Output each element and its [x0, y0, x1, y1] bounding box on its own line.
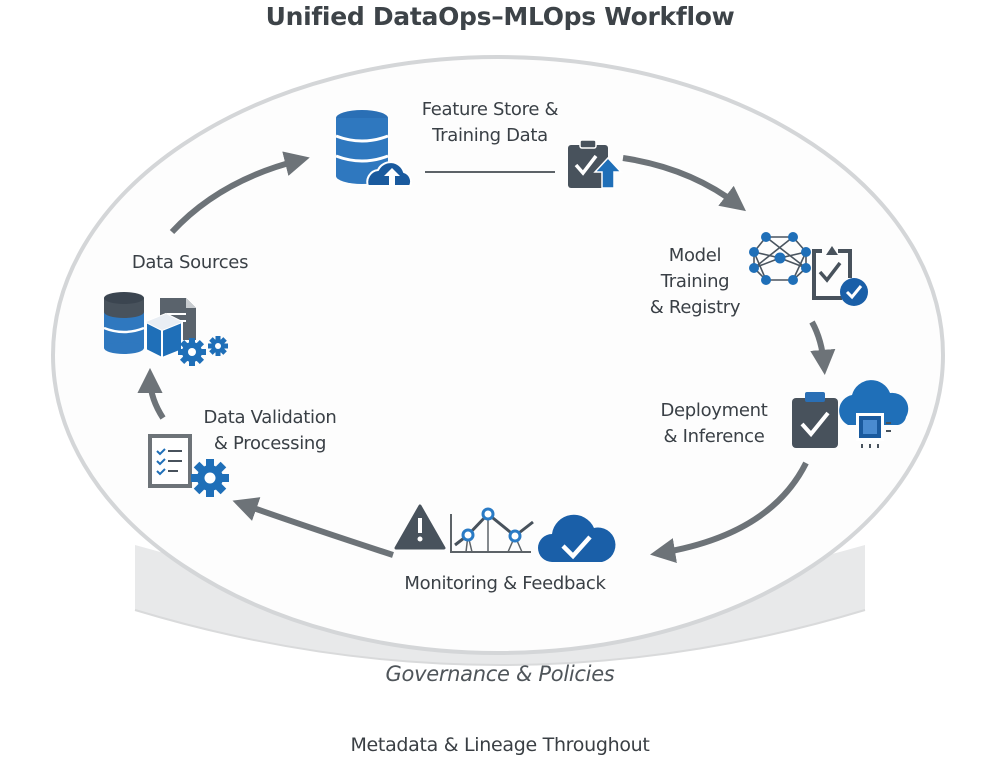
- diagram-title: Unified DataOps–MLOps Workflow: [265, 2, 735, 31]
- clipboard-upload-icon: [568, 139, 623, 189]
- checklist-gear-icon: [148, 434, 229, 497]
- stage-label-model-training: Model Training & Registry: [640, 243, 750, 321]
- label-line: Monitoring & Feedback: [404, 573, 606, 594]
- warning-icon: [394, 504, 446, 550]
- arrow-validation-to-sources: [137, 367, 166, 420]
- governance-label: Governance & Policies: [385, 662, 615, 686]
- label-line: Data Sources: [131, 252, 249, 273]
- cloud-check-icon: [538, 514, 616, 562]
- stage-label-feature-store: Feature Store & Training Data: [395, 97, 585, 149]
- label-line: & Processing: [213, 433, 327, 454]
- label-line: Deployment: [660, 400, 768, 421]
- arrow-training-to-deployment: [809, 320, 836, 376]
- label-line: & Inference: [663, 426, 765, 447]
- label-line: Feature Store &: [421, 99, 559, 120]
- stage-label-validation: Data Validation & Processing: [180, 405, 360, 457]
- cube-icon: [145, 312, 183, 360]
- arrow-feature-store-to-training: [622, 155, 746, 212]
- label-line: & Registry: [649, 297, 741, 318]
- label-line: Training: [660, 271, 730, 292]
- label-line: Training Data: [432, 125, 548, 146]
- governance-base-shadow: [134, 609, 866, 666]
- stage-label-deployment: Deployment & Inference: [646, 398, 782, 450]
- stage-label-data-sources: Data Sources: [105, 250, 275, 276]
- database-cloud-upload-icon: [335, 110, 413, 187]
- footer-caption: Metadata & Lineage Throughout: [350, 734, 650, 756]
- neural-network-icon: [749, 232, 811, 285]
- label-line: Model: [668, 245, 722, 266]
- clipboard-check-badge-icon: [812, 246, 868, 306]
- clipboard-check-icon: [792, 392, 838, 448]
- stage-label-monitoring: Monitoring & Feedback: [370, 571, 640, 597]
- arrow-monitoring-to-validation: [232, 497, 394, 558]
- arrow-deployment-to-monitoring: [650, 461, 809, 563]
- line-chart-icon: [450, 507, 534, 553]
- database-icon: [103, 292, 145, 354]
- arrow-sources-to-feature-store: [169, 151, 310, 235]
- label-line: Data Validation: [203, 407, 337, 428]
- cloud-chip-icon: [839, 380, 909, 448]
